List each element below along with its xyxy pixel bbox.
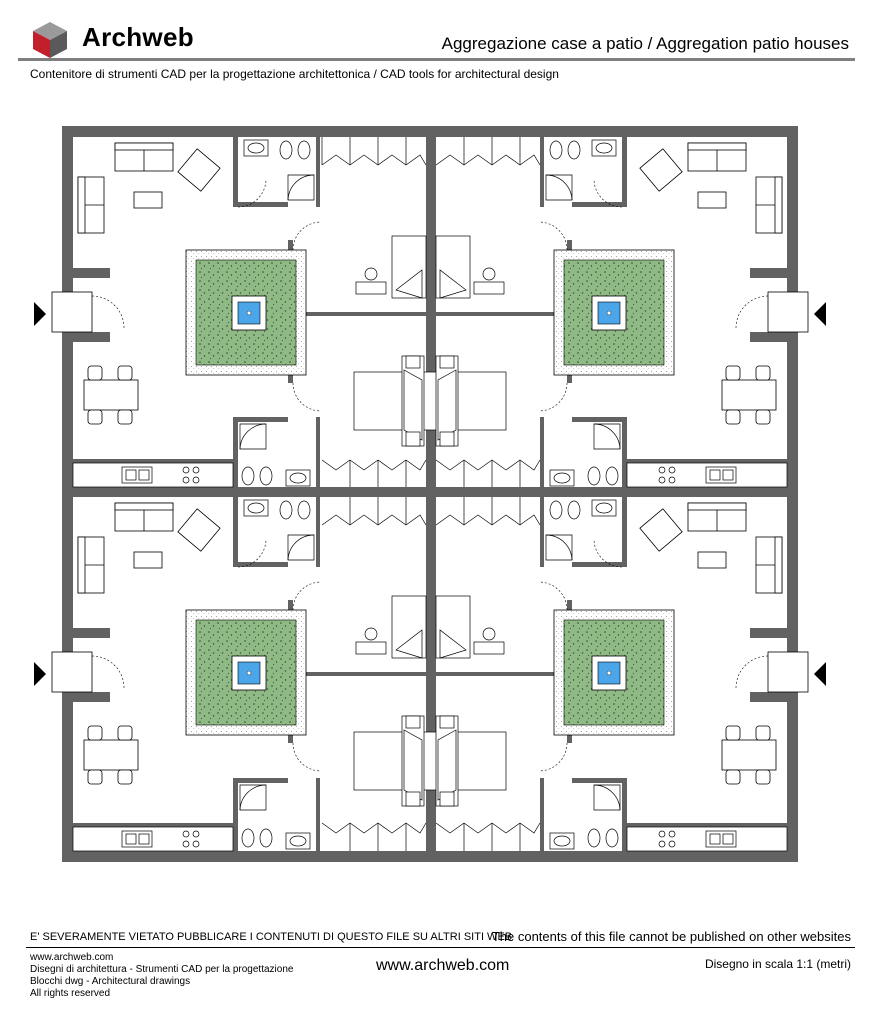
footer-credits: www.archweb.com Disegni di architettura …	[30, 952, 293, 1000]
copyright-warning-italian: E' SEVERAMENTE VIETATO PUBBLICARE I CONT…	[30, 931, 513, 943]
structural-walls	[62, 126, 798, 862]
brand-name: Archweb	[82, 22, 194, 52]
entrance-openings	[51, 291, 809, 693]
footer-website: www.archweb.com	[376, 957, 510, 974]
drawing-scale: Disegno in scala 1:1 (metri)	[704, 957, 851, 971]
kitchen-counters	[72, 462, 788, 852]
dining-tables	[83, 365, 777, 785]
copyright-warning-english: The contents of this file cannot be publ…	[491, 929, 851, 944]
footer-line: Disegni di architettura - Strumenti CAD …	[30, 964, 294, 975]
cube-logo-icon	[33, 22, 67, 58]
entrance-arrow-icon	[34, 302, 826, 686]
drawing-title: Aggregazione case a patio / Aggregation …	[441, 34, 849, 53]
footer-line: Blocchi dwg - Architectural drawings	[30, 976, 191, 987]
drawing-subtitle: Contenitore di strumenti CAD per la prog…	[30, 67, 559, 81]
footer-line: All rights reserved	[30, 988, 111, 999]
bedroom-furniture	[353, 235, 507, 807]
header-rule	[18, 58, 855, 61]
door-swings	[91, 178, 769, 772]
living-furniture	[77, 142, 783, 594]
patio-gardens	[185, 249, 675, 736]
footer-rule	[26, 947, 855, 948]
wardrobes	[321, 137, 541, 851]
bathroom-fixtures	[239, 139, 621, 850]
footer-line: www.archweb.com	[30, 952, 114, 963]
